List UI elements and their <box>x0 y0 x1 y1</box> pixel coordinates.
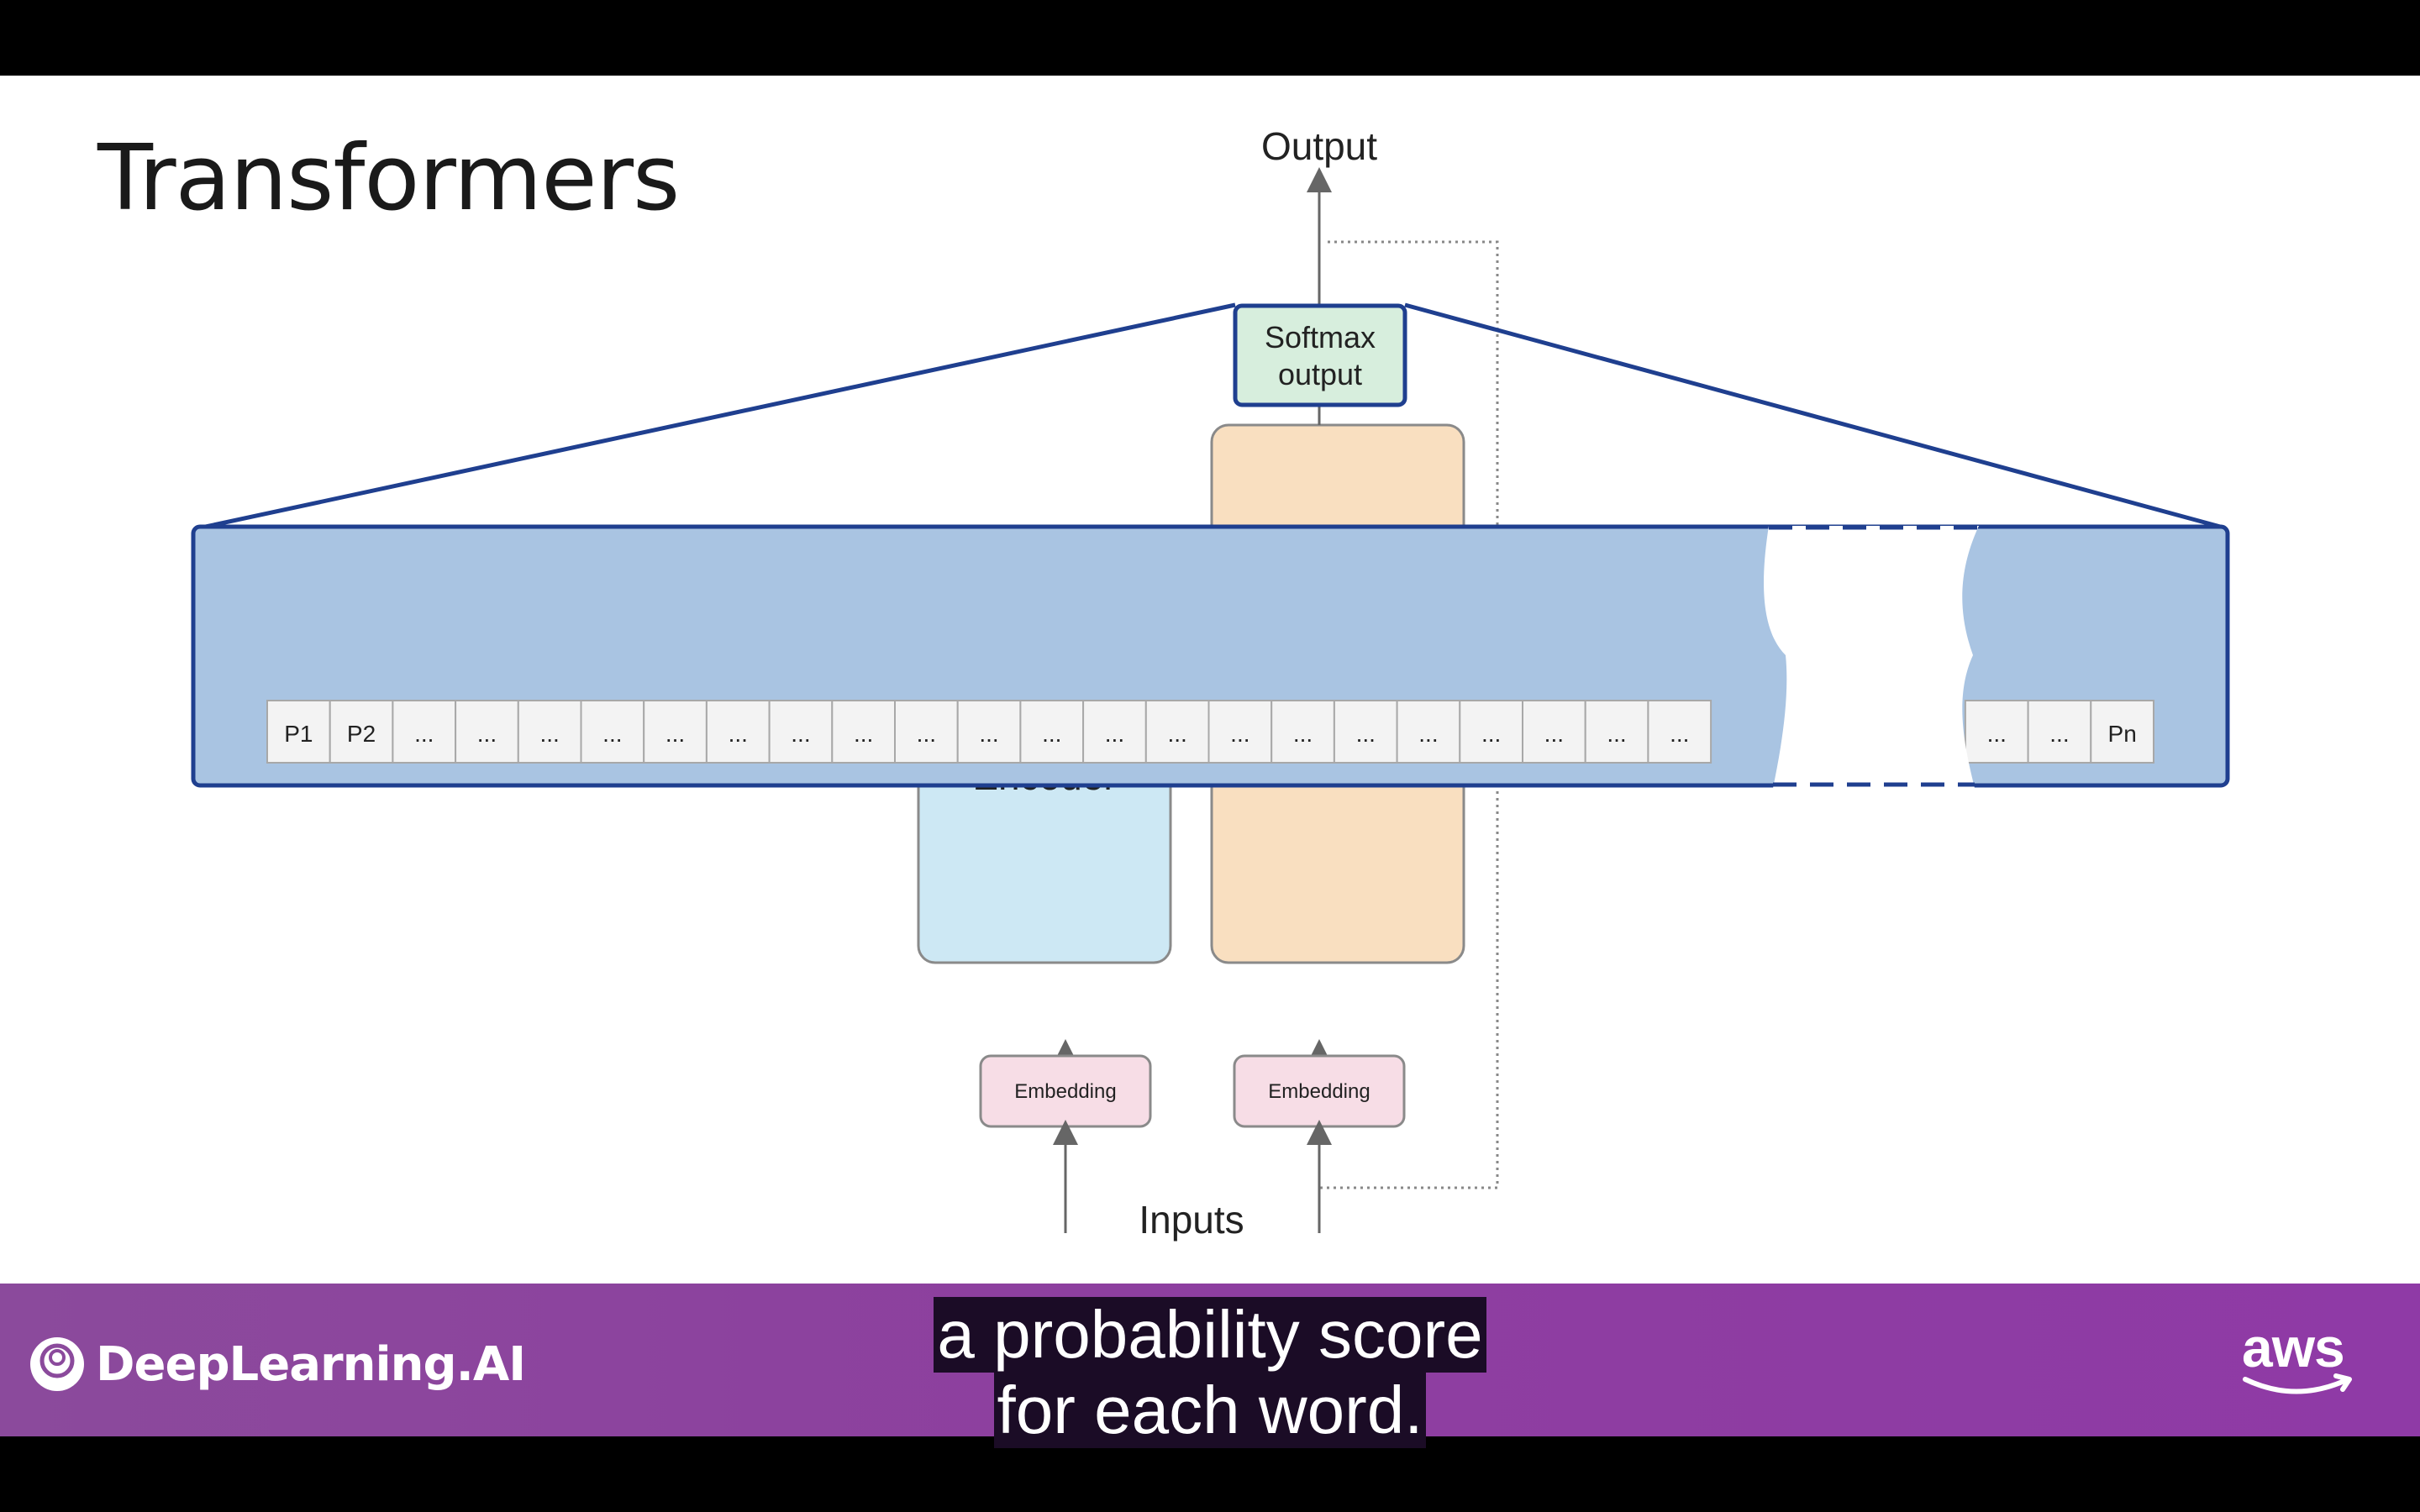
vector-cell-label: ... <box>1544 721 1564 747</box>
vector-cell-label: ... <box>1670 721 1689 747</box>
vector-cell-label: ... <box>602 721 622 747</box>
softmax-label-line1: Softmax <box>1265 320 1376 354</box>
vocab-vector: P1 P2....................................… <box>266 700 2155 764</box>
vector-cell <box>1207 700 1273 764</box>
vector-cell-label: ... <box>666 721 685 747</box>
vector-cell <box>1144 700 1210 764</box>
zoom-line-right <box>1404 302 2224 530</box>
subtitle-line-1: a probability score <box>934 1297 1486 1373</box>
vector-cell-label: ... <box>1418 721 1438 747</box>
band-gap <box>1764 526 1979 788</box>
vector-cell-label: ... <box>2049 721 2069 747</box>
deeplearning-ai-mark-icon <box>30 1337 84 1391</box>
vector-cell <box>705 700 771 764</box>
slide-title: Transformers <box>97 126 680 231</box>
vector-cell-label: P2 <box>347 721 376 747</box>
vector-cell <box>643 700 708 764</box>
zoom-line-left <box>201 302 1236 530</box>
vector-cell-label: ... <box>1356 721 1376 747</box>
deeplearning-ai-logo: DeepLearning.AI <box>29 1334 526 1394</box>
aws-logo-text: aws <box>2242 1316 2345 1378</box>
vector-cell <box>894 700 959 764</box>
vector-cell <box>956 700 1022 764</box>
vector-cell <box>1019 700 1085 764</box>
slide: Transformers Output Encoder Softmax outp… <box>0 76 2420 1284</box>
brand-name: DeepLearning.AI <box>96 1336 526 1392</box>
subtitles: a probability score for each word. <box>0 1297 2420 1448</box>
vector-cell-label: ... <box>791 721 810 747</box>
embedding-right-label: Embedding <box>1268 1080 1370 1103</box>
vector-cell <box>455 700 519 764</box>
inputs-label: Inputs <box>1139 1198 1244 1242</box>
vector-cell-label: ... <box>854 721 873 747</box>
vector-cell <box>2090 700 2155 764</box>
vector-cell-label: ... <box>477 721 497 747</box>
transformer-diagram: Output Encoder Softmax output P1P2......… <box>191 124 2230 1242</box>
vector-cell-label: ... <box>1167 721 1186 747</box>
aws-smile-icon <box>2243 1373 2352 1394</box>
vector-cell <box>1647 700 1712 764</box>
vector-cell-label: ... <box>1105 721 1124 747</box>
softmax-box <box>1233 303 1407 407</box>
output-label: Output <box>1261 124 1377 168</box>
vector-cell <box>831 700 896 764</box>
aws-logo: aws <box>2242 1315 2360 1408</box>
vector-cell-label: ... <box>539 721 559 747</box>
vector-cell <box>392 700 457 764</box>
vector-cell-label: ... <box>729 721 748 747</box>
softmax-label-line2: output <box>1278 357 1362 391</box>
vector-cell-label: ... <box>1230 721 1249 747</box>
vector-cell-label: ... <box>414 721 434 747</box>
vector-cell <box>329 700 394 764</box>
vector-cell-label: ... <box>1042 721 1061 747</box>
vector-cell-label: ... <box>1607 721 1626 747</box>
vector-cell-label: ... <box>1481 721 1501 747</box>
vector-cell-label: ... <box>917 721 936 747</box>
embedding-left-label: Embedding <box>1014 1080 1116 1103</box>
vector-cell <box>1522 700 1586 764</box>
vector-cell-label: ... <box>1293 721 1313 747</box>
subtitle-line-2: for each word. <box>993 1373 1427 1448</box>
vector-cell-label: P1 <box>284 721 313 747</box>
feedback-dotted-line <box>1319 240 1499 1189</box>
vector-cell <box>2027 700 2092 764</box>
vector-cell-label: Pn <box>2108 721 2137 747</box>
vector-cell <box>580 700 645 764</box>
vector-cell-label: ... <box>1987 721 2007 747</box>
vector-cell <box>1333 700 1398 764</box>
vector-cell <box>266 700 331 764</box>
vector-cell-label: ... <box>979 721 998 747</box>
